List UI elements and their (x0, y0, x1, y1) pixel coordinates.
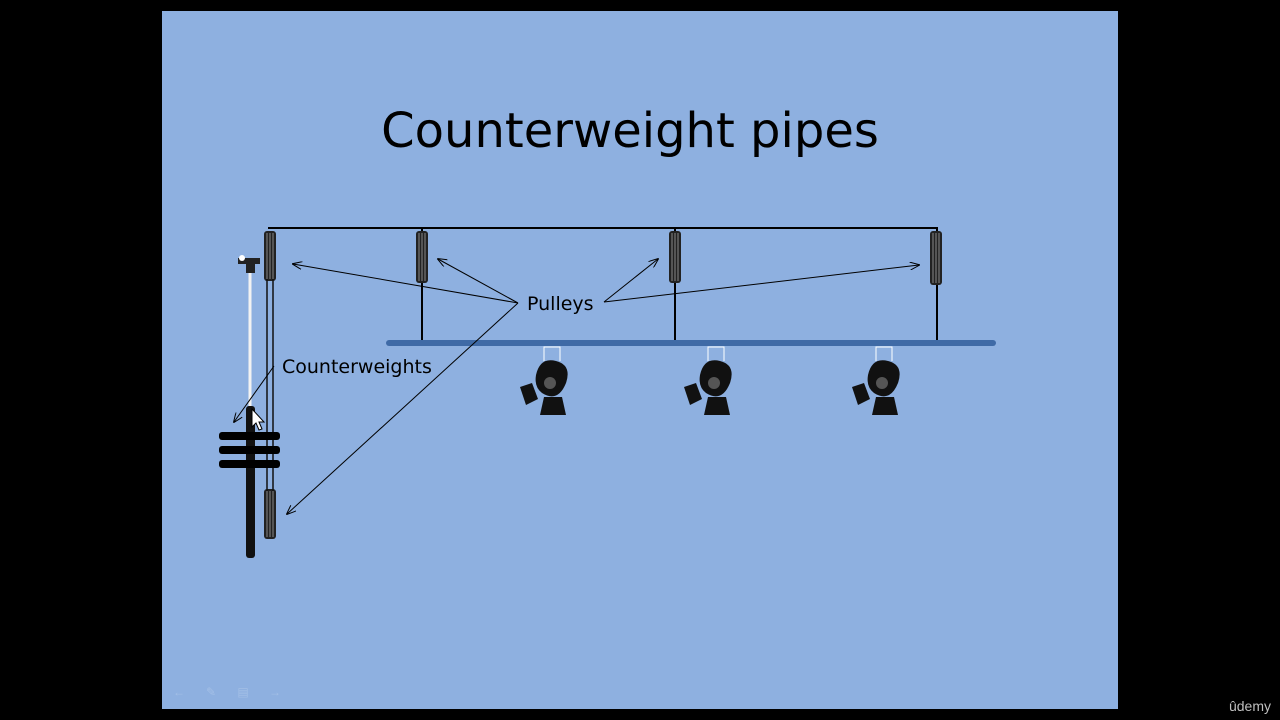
udemy-watermark: ûdemy (1228, 698, 1271, 714)
arbor (246, 406, 255, 558)
pulley-arrow (603, 259, 658, 303)
batten-pipe (386, 340, 996, 346)
slide-title: Counterweight pipes (381, 103, 879, 159)
counterweight-brick (219, 446, 280, 454)
slide: Counterweight pipes (162, 11, 1118, 709)
pulley-icon (416, 231, 428, 283)
pulley-icon (669, 231, 681, 283)
stage-light-icon (684, 346, 732, 415)
pulleys-label: Pulleys (527, 293, 594, 315)
stage-light-icon (852, 346, 900, 415)
stage-light-icon (520, 346, 568, 415)
counterweights-label: Counterweights (282, 356, 432, 378)
next-arrow-icon[interactable]: → (269, 685, 281, 699)
pulley-arrow (438, 259, 519, 304)
slides-icon[interactable]: ▤ (237, 685, 249, 699)
rigging-diagram: Pulleys Counterweights (219, 227, 996, 558)
pen-icon[interactable]: ✎ (205, 685, 217, 699)
counterweight-arrow (234, 365, 275, 422)
pulley-icon (264, 489, 276, 539)
pulley-icon (264, 231, 276, 281)
cursor-icon (251, 407, 266, 431)
counterweight-brick (219, 460, 280, 468)
arbor-top-icon (238, 255, 260, 273)
pulley-arrow (603, 265, 919, 303)
pulley-arrow (287, 302, 519, 514)
slideshow-toolbar: ← ✎ ▤ → (170, 685, 284, 699)
pulley-arrow (293, 264, 519, 304)
counterweight-brick (219, 432, 280, 440)
prev-arrow-icon[interactable]: ← (173, 685, 185, 699)
pulley-icon (930, 231, 942, 285)
